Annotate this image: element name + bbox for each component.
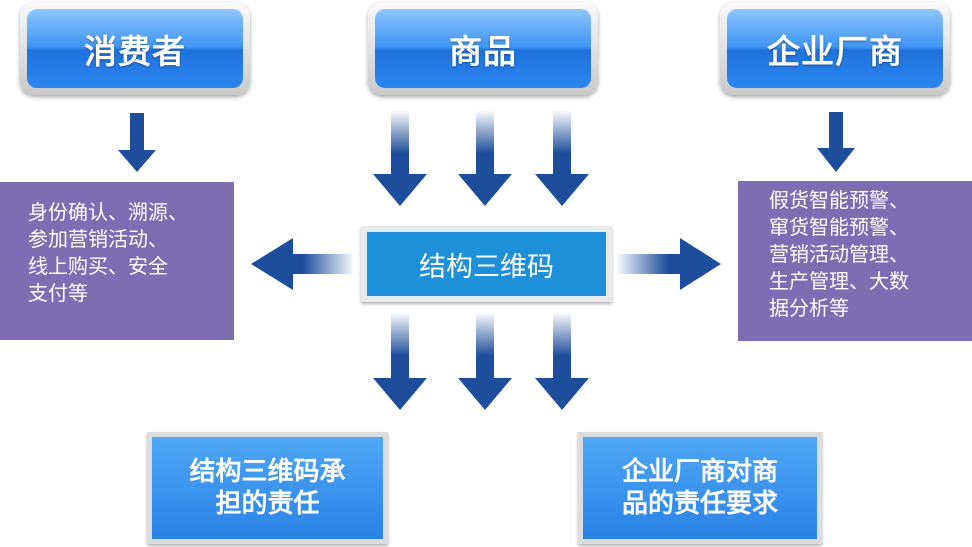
bottom-left-node-line: 担的责任 (215, 489, 320, 519)
bottom-right-node-line: 品的责任要求 (621, 489, 778, 519)
enterprise-functions-line: 据分析等 (769, 296, 849, 320)
arrow-left-consumer-panel (251, 238, 355, 290)
bottom-right-node-line: 企业厂商对商 (621, 457, 778, 487)
enterprise-functions-line: 生产管理、大数 (769, 269, 909, 293)
consumer-node: 消费者 (20, 2, 250, 95)
enterprise-node-label: 企业厂商 (727, 9, 943, 88)
arrow-down-bottom-3 (535, 312, 589, 410)
arrow-down-bottom-2 (458, 312, 512, 410)
enterprise-functions-panel: 假货智能预警、 窜货智能预警、 营销活动管理、 生产管理、大数 据分析等 (738, 181, 972, 341)
goods-node: 商品 (368, 2, 598, 95)
center-node-label: 结构三维码 (367, 232, 606, 296)
arrow-down-bottom-1 (373, 312, 427, 410)
arrow-down-goods-2 (458, 110, 512, 206)
enterprise-node: 企业厂商 (720, 2, 950, 95)
arrow-down-consumer (118, 113, 156, 172)
enterprise-functions-line: 窜货智能预警、 (769, 215, 909, 239)
enterprise-functions-line: 营销活动管理、 (769, 242, 909, 266)
consumer-functions-panel: 身份确认、溯源、 参加营销活动、 线上购买、安全 支付等 (0, 182, 234, 340)
consumer-functions-line: 参加营销活动、 (28, 227, 168, 251)
enterprise-functions-line: 假货智能预警、 (769, 188, 909, 212)
consumer-functions-line: 支付等 (28, 281, 88, 305)
arrow-down-goods-3 (535, 110, 589, 206)
bottom-right-node-box: 企业厂商对商 品的责任要求 (583, 437, 817, 539)
arrow-right-enterprise-panel (615, 238, 721, 290)
goods-node-label: 商品 (375, 9, 591, 88)
bottom-left-node: 结构三维码承 担的责任 (147, 432, 388, 544)
bottom-left-node-line: 结构三维码承 (189, 457, 346, 487)
bottom-left-node-box: 结构三维码承 担的责任 (152, 437, 383, 539)
arrow-down-goods-1 (373, 110, 427, 206)
consumer-functions-line: 身份确认、溯源、 (28, 200, 188, 224)
center-node: 结构三维码 (361, 226, 612, 302)
consumer-node-label: 消费者 (27, 9, 243, 88)
arrow-down-enterprise (817, 112, 855, 172)
consumer-functions-line: 线上购买、安全 (28, 254, 168, 278)
bottom-right-node: 企业厂商对商 品的责任要求 (578, 432, 822, 544)
